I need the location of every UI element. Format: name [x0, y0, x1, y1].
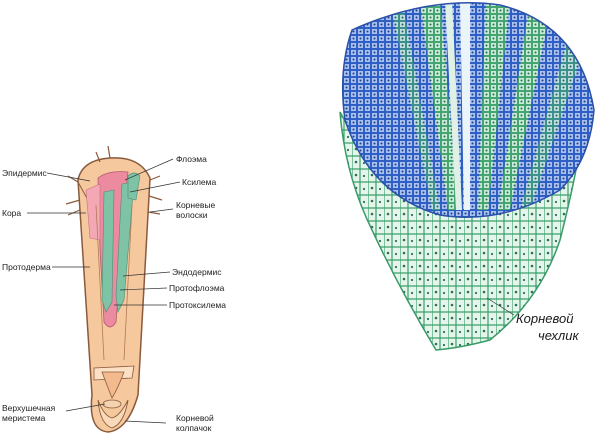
label-root-cap-line2: колпачок [176, 423, 212, 433]
root-cap [97, 399, 129, 429]
root-hairs [65, 145, 163, 216]
left-leader-lines [27, 158, 181, 424]
root-cap-leader [486, 297, 515, 316]
label-cortex: Кора [2, 208, 22, 218]
label-apical-meristem-line1: Верхушечная [2, 403, 56, 413]
label-protoderm: Протодерма [2, 262, 51, 272]
label-protoxylem: Протоксилема [169, 300, 226, 310]
label-protophloem: Протофлоэма [169, 283, 225, 293]
label-root-hairs-line2: волоски [176, 210, 208, 220]
label-xylem: Ксилема [182, 177, 217, 187]
label-endodermis: Эндодермис [172, 267, 222, 277]
label-root-hairs-line1: Корневые [176, 200, 216, 210]
label-epidermis: Эпидермис [2, 168, 47, 178]
label-root-cap-right-line1: Корневой [516, 311, 574, 326]
apical-meristem [102, 399, 122, 409]
label-apical-meristem-line2: меристема [2, 413, 46, 423]
label-root-cap-right-line2: чехлик [538, 328, 579, 343]
label-phloem: Флоэма [176, 154, 207, 164]
root-tip-micrograph [339, 2, 595, 351]
root-longitudinal-section [65, 145, 163, 433]
phloem-strand [101, 189, 115, 313]
cortex-region [85, 183, 101, 241]
label-root-cap-line1: Корневой [176, 413, 214, 423]
